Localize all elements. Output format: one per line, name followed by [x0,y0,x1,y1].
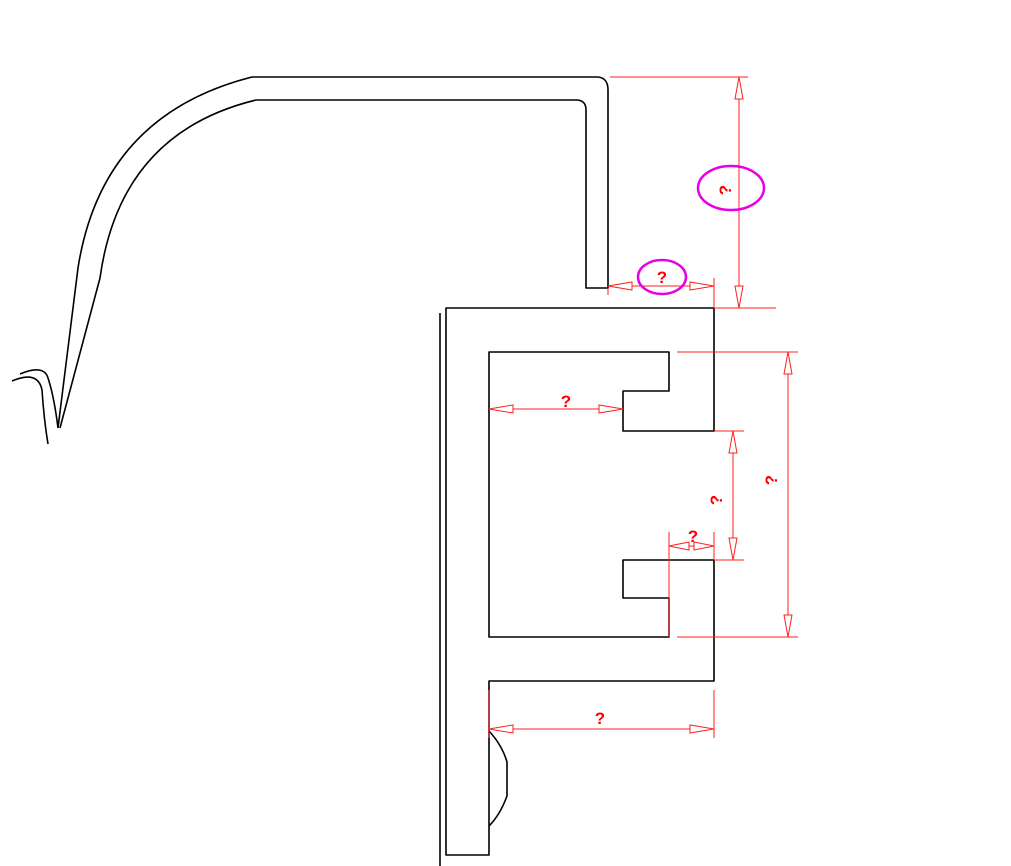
label-opening-height: ? [707,495,726,505]
label-inner-height: ? [762,475,781,485]
callout-gap-horizontal [636,258,688,296]
callout-top-vertical [696,164,766,212]
profile-outlines [11,76,715,866]
label-upper-slot-width: ? [561,392,571,411]
label-gap-horizontal: ? [657,268,667,287]
dimension-labels: ? ? ? ? ? ? ? [561,185,781,728]
label-bottom-flange-width: ? [595,709,605,728]
hood-outer-edge [57,76,609,429]
seal-bulge [488,730,508,827]
callout-highlights [636,164,766,296]
dimension-arrows [488,76,793,734]
break-line-1 [11,376,49,445]
dimension-lines [488,76,798,738]
label-top-vertical: ? [716,185,735,195]
channel-profile [445,307,715,856]
label-lower-lip-width: ? [688,527,698,546]
break-line-2 [19,369,59,429]
